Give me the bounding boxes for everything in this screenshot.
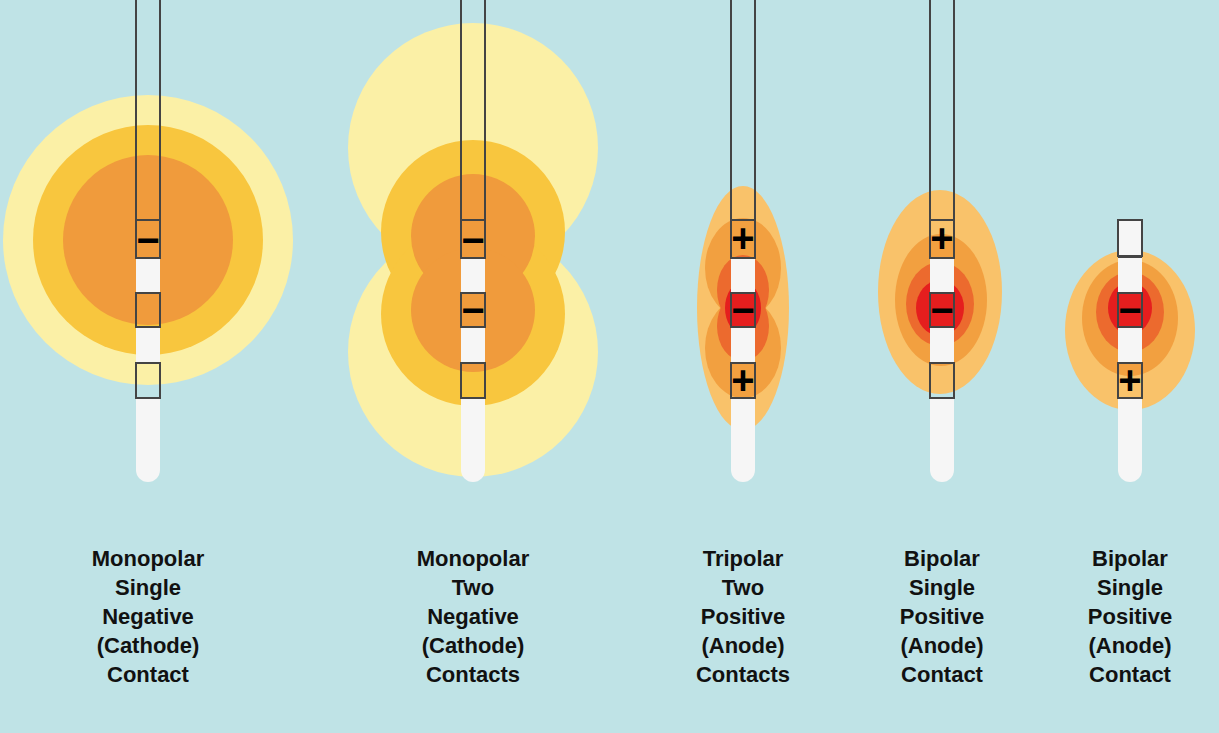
field-tripolar [697,186,789,430]
polarity-sign: + [731,218,754,258]
configuration-caption: Bipolar Single Positive (Anode) Contact [900,544,984,689]
polarity-sign: − [731,290,754,330]
polarity-sign: + [731,360,754,400]
field-bipolar-lower-anode [1065,250,1195,410]
polarity-sign: − [461,220,484,260]
polarity-sign: − [1118,290,1141,330]
electrode-lead [136,0,160,482]
configuration-caption: Bipolar Single Positive (Anode) Contact [1088,544,1172,689]
electrode-lead [461,0,485,482]
polarity-sign: − [461,290,484,330]
polarity-sign: − [930,290,953,330]
electrode-lead [930,0,954,482]
configuration-caption: Monopolar Single Negative (Cathode) Cont… [92,544,204,689]
polarity-sign: + [930,218,953,258]
polarity-sign: + [1118,360,1141,400]
polarity-sign: − [136,220,159,260]
electrode-lead-short [1118,220,1142,482]
electrode-lead [731,0,755,482]
configuration-caption: Monopolar Two Negative (Cathode) Contact… [417,544,529,689]
configuration-caption: Tripolar Two Positive (Anode) Contacts [696,544,790,689]
